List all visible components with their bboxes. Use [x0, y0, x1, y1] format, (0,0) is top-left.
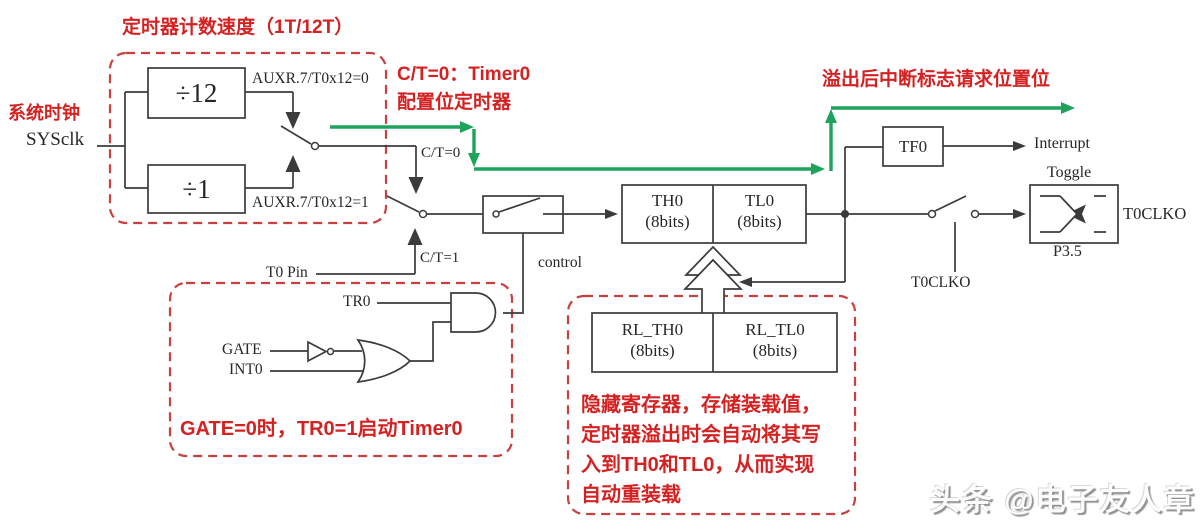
speed-switch-lever — [280, 125, 312, 145]
t0clko-switch-pivot-left — [927, 209, 937, 219]
toggle-symbol — [1040, 195, 1106, 233]
ct0-note-line1: C/T=0：Timer0 — [397, 64, 531, 85]
toggle-label: Toggle — [1047, 164, 1092, 181]
th0-name: TH0 — [651, 191, 684, 210]
div12-box — [147, 67, 246, 119]
rl-th0-bits: (8bits) — [630, 341, 675, 360]
or-to-and-wire — [410, 321, 451, 362]
speed-select-dashed-box — [108, 51, 388, 225]
tl0-bits: (8bits) — [737, 212, 782, 231]
gate-control-dashed-box — [168, 281, 514, 458]
timer-mode-green-path — [330, 102, 1075, 175]
reload-note-line1: 隐藏寄存器，存储装载值， — [581, 394, 821, 416]
control-switch-lever2 — [498, 197, 563, 215]
reload-note-line2: 定时器溢出时会自动将其写 — [581, 424, 821, 446]
div1-label: ÷1 — [182, 174, 211, 204]
interrupt-label: Interrupt — [1034, 135, 1090, 152]
ct-switch-lever — [386, 195, 420, 213]
junction-dot — [841, 210, 849, 218]
overflow-note: 溢出后中断标志请求位置位 — [822, 69, 1051, 90]
t0clko-switch-pivot-right — [970, 209, 980, 219]
rl-th0-cell: RL_TH0 (8bits) — [592, 319, 713, 361]
t0clko-switch-lever — [934, 195, 967, 212]
ct-switch-pivot — [418, 209, 428, 219]
reload-note-line4: 自动重装载 — [581, 484, 681, 506]
tf0-label: TF0 — [898, 137, 928, 156]
control-switch-pivot — [492, 210, 500, 218]
wires — [97, 91, 1026, 372]
ct-eq-0-label: C/T=0 — [421, 145, 461, 161]
reload-block-arrow — [682, 258, 744, 313]
div1-box — [147, 164, 246, 214]
rl-box — [591, 312, 838, 373]
auxr-1-label: AUXR.7/T0x12=1 — [252, 194, 369, 211]
not-gate — [307, 340, 328, 363]
rl-tl0-cell: RL_TL0 (8bits) — [713, 319, 837, 361]
gate-label: GATE — [222, 341, 262, 358]
toggle-box — [1029, 184, 1119, 244]
not-gate-bubble — [326, 347, 335, 356]
ct-eq-1-label: C/T=1 — [420, 250, 460, 266]
tr0-label: TR0 — [343, 293, 371, 310]
rl-tl0-bits: (8bits) — [752, 341, 798, 360]
block-rects — [147, 67, 1119, 373]
rl-tl0-name: RL_TL0 — [745, 320, 805, 339]
control-label: control — [538, 254, 582, 271]
sys-clock-cn-label: 系统时钟 — [8, 103, 80, 123]
t0-pin-label: T0 Pin — [266, 264, 308, 281]
int0-label: INT0 — [229, 361, 263, 378]
speed-switch-pivot — [310, 141, 320, 151]
tl0-name: TL0 — [744, 191, 775, 210]
and-to-control-wire — [503, 233, 524, 314]
div12-label: ÷12 — [175, 78, 218, 108]
sysclk-label: SYSclk — [26, 129, 85, 150]
ct0-note: C/T=0：Timer0 配置位定时器 — [397, 61, 530, 117]
speed-title: 定时器计数速度（1T/12T） — [122, 17, 354, 38]
gate-note: GATE=0时，TR0=1启动Timer0 — [180, 418, 463, 440]
watermark: 头条 @电子友人章 — [930, 484, 1196, 517]
p35-label: P3.5 — [1053, 243, 1082, 260]
reload-note: 隐藏寄存器，存储装载值， 定时器溢出时会自动将其写 入到TH0和TL0，从而实现… — [581, 390, 821, 510]
auxr-0-label: AUXR.7/T0x12=0 — [252, 70, 369, 87]
tl0-cell: TL0 (8bits) — [713, 190, 806, 232]
t0clko-output-label: T0CLKO — [1123, 204, 1187, 223]
ct0-note-line2: 配置位定时器 — [397, 92, 512, 113]
rl-th0-name: RL_TH0 — [621, 320, 684, 339]
tf0-box — [882, 126, 944, 167]
or-gate — [356, 338, 412, 384]
th0-cell: TH0 (8bits) — [622, 190, 713, 232]
reload-note-line3: 入到TH0和TL0，从而实现 — [581, 454, 815, 476]
and-gate — [450, 292, 497, 333]
th0-tl0-box — [621, 184, 807, 244]
th0-bits: (8bits) — [645, 212, 690, 231]
t0clko-switch-label: T0CLKO — [911, 274, 971, 291]
